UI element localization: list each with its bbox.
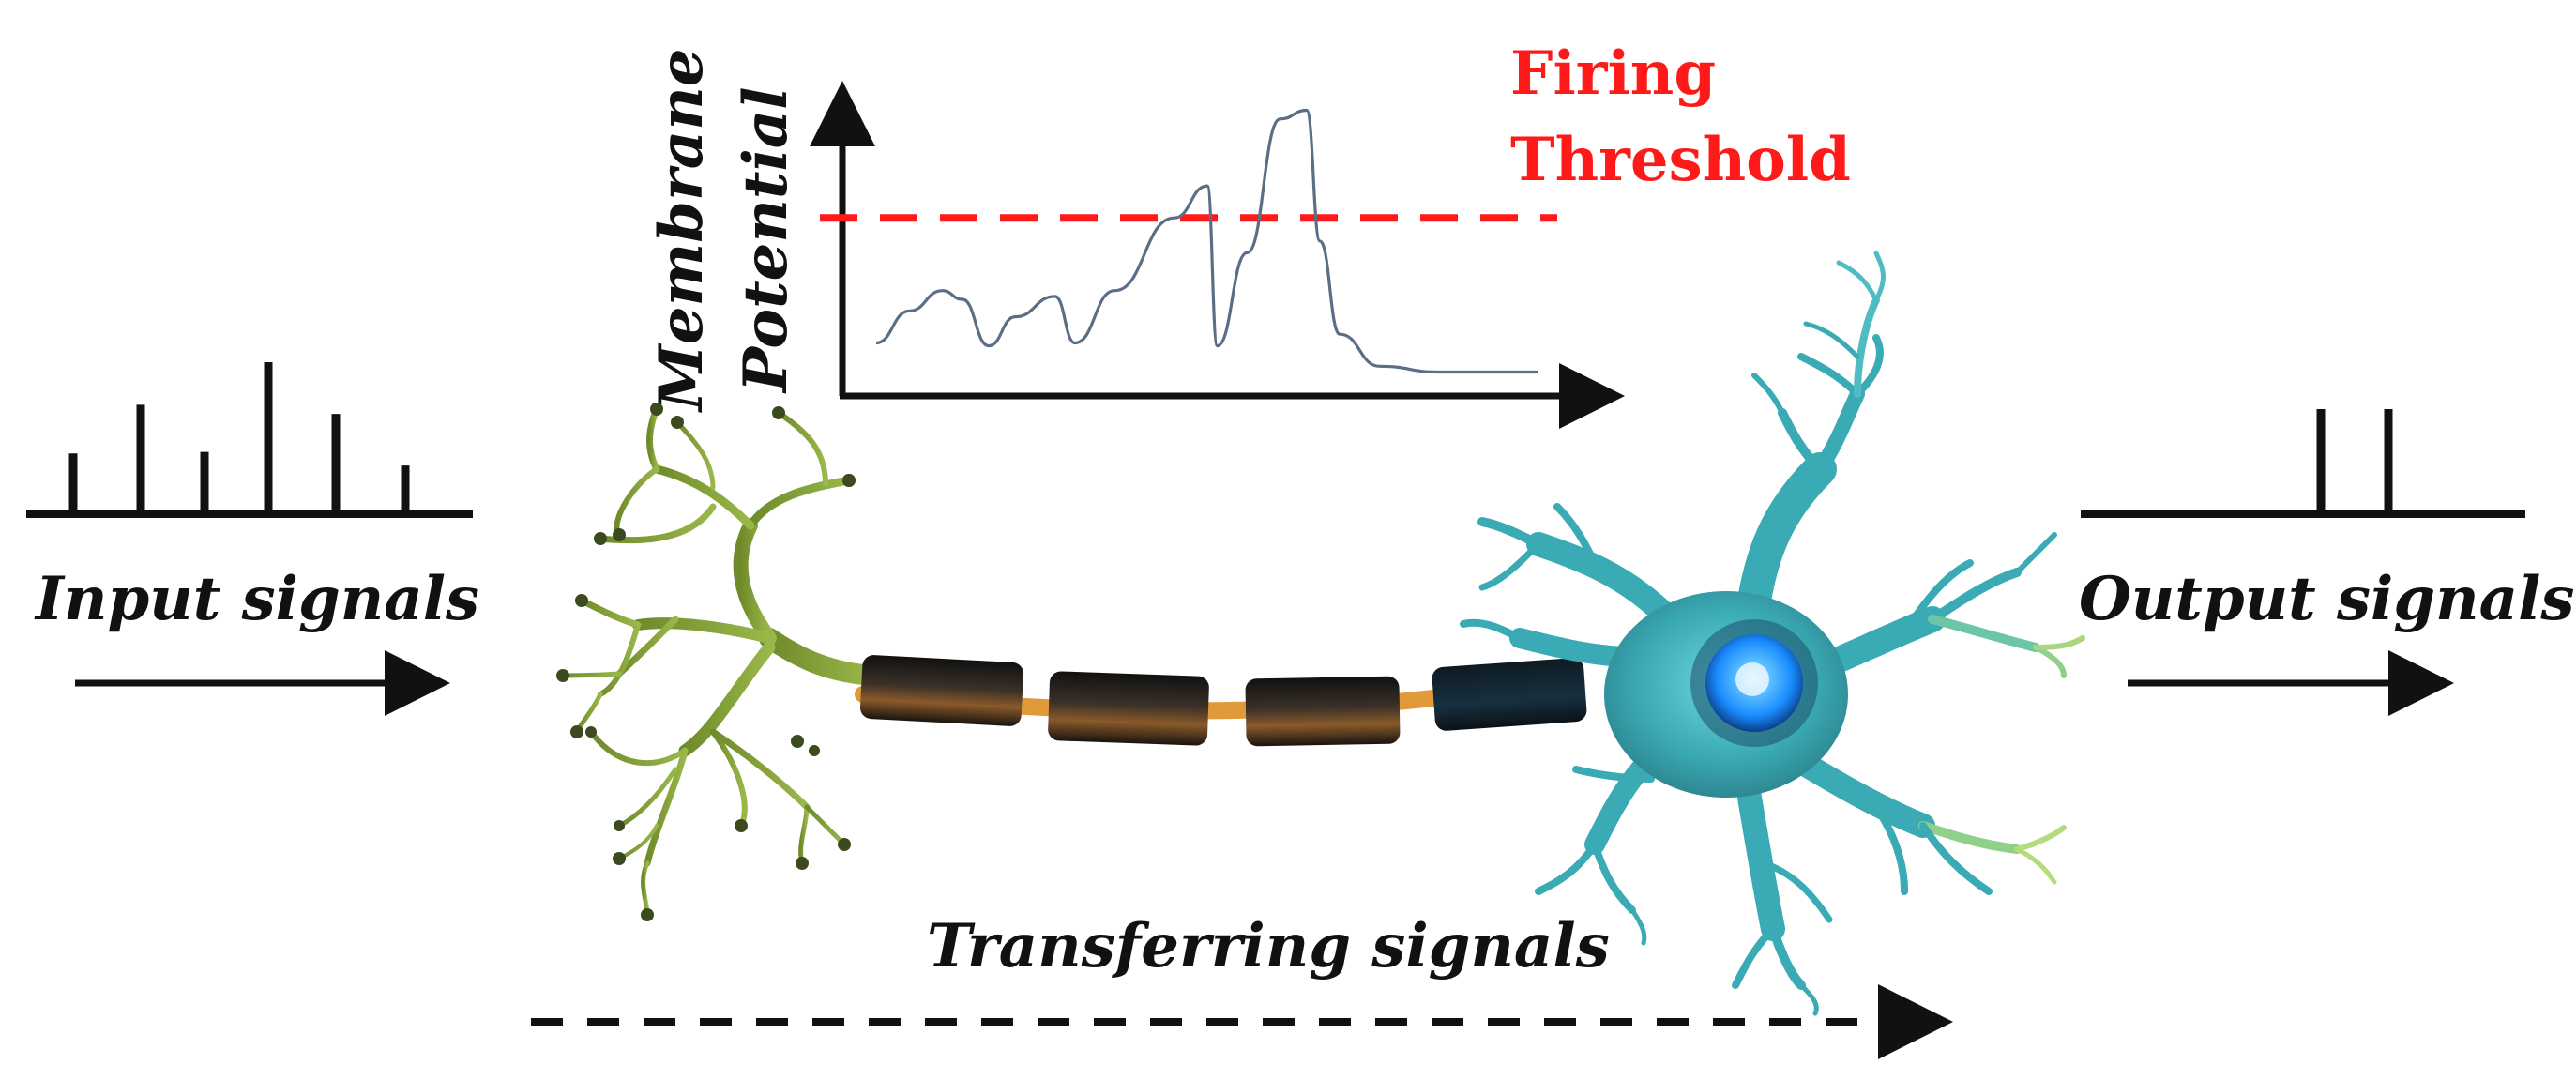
y-axis-label-membrane: Membrane <box>646 49 717 413</box>
cell-body <box>1460 251 2085 1016</box>
output-spikes <box>2316 409 2393 514</box>
myelin-segment <box>859 655 1024 726</box>
firing-threshold-label-line1: Firing <box>1510 38 1716 109</box>
dendrite-terminals <box>556 403 856 921</box>
neuron-illustration <box>556 251 2085 1016</box>
dendrites <box>560 405 883 918</box>
input-signals-label: Input signals <box>34 564 479 634</box>
transferring-signals-group: Transferring signals <box>531 911 1953 1059</box>
myelin-sheath <box>859 655 1587 747</box>
myelin-segment <box>1245 676 1401 747</box>
membrane-potential-curve <box>875 108 1538 374</box>
output-signals-group: Output signals <box>2079 409 2574 716</box>
nucleolus <box>1735 662 1769 696</box>
firing-threshold-label-line2: Threshold <box>1510 125 1851 195</box>
output-signals-label: Output signals <box>2079 564 2574 634</box>
myelin-segment <box>1048 671 1209 746</box>
membrane-potential-plot: Membrane Potential Firing Threshold <box>646 38 1851 429</box>
input-signals-group: Input signals <box>26 362 479 716</box>
transferring-signals-label: Transferring signals <box>927 911 1610 981</box>
y-axis-label-potential: Potential <box>731 86 801 394</box>
input-spikes <box>68 362 410 514</box>
myelin-segment <box>1432 658 1587 731</box>
